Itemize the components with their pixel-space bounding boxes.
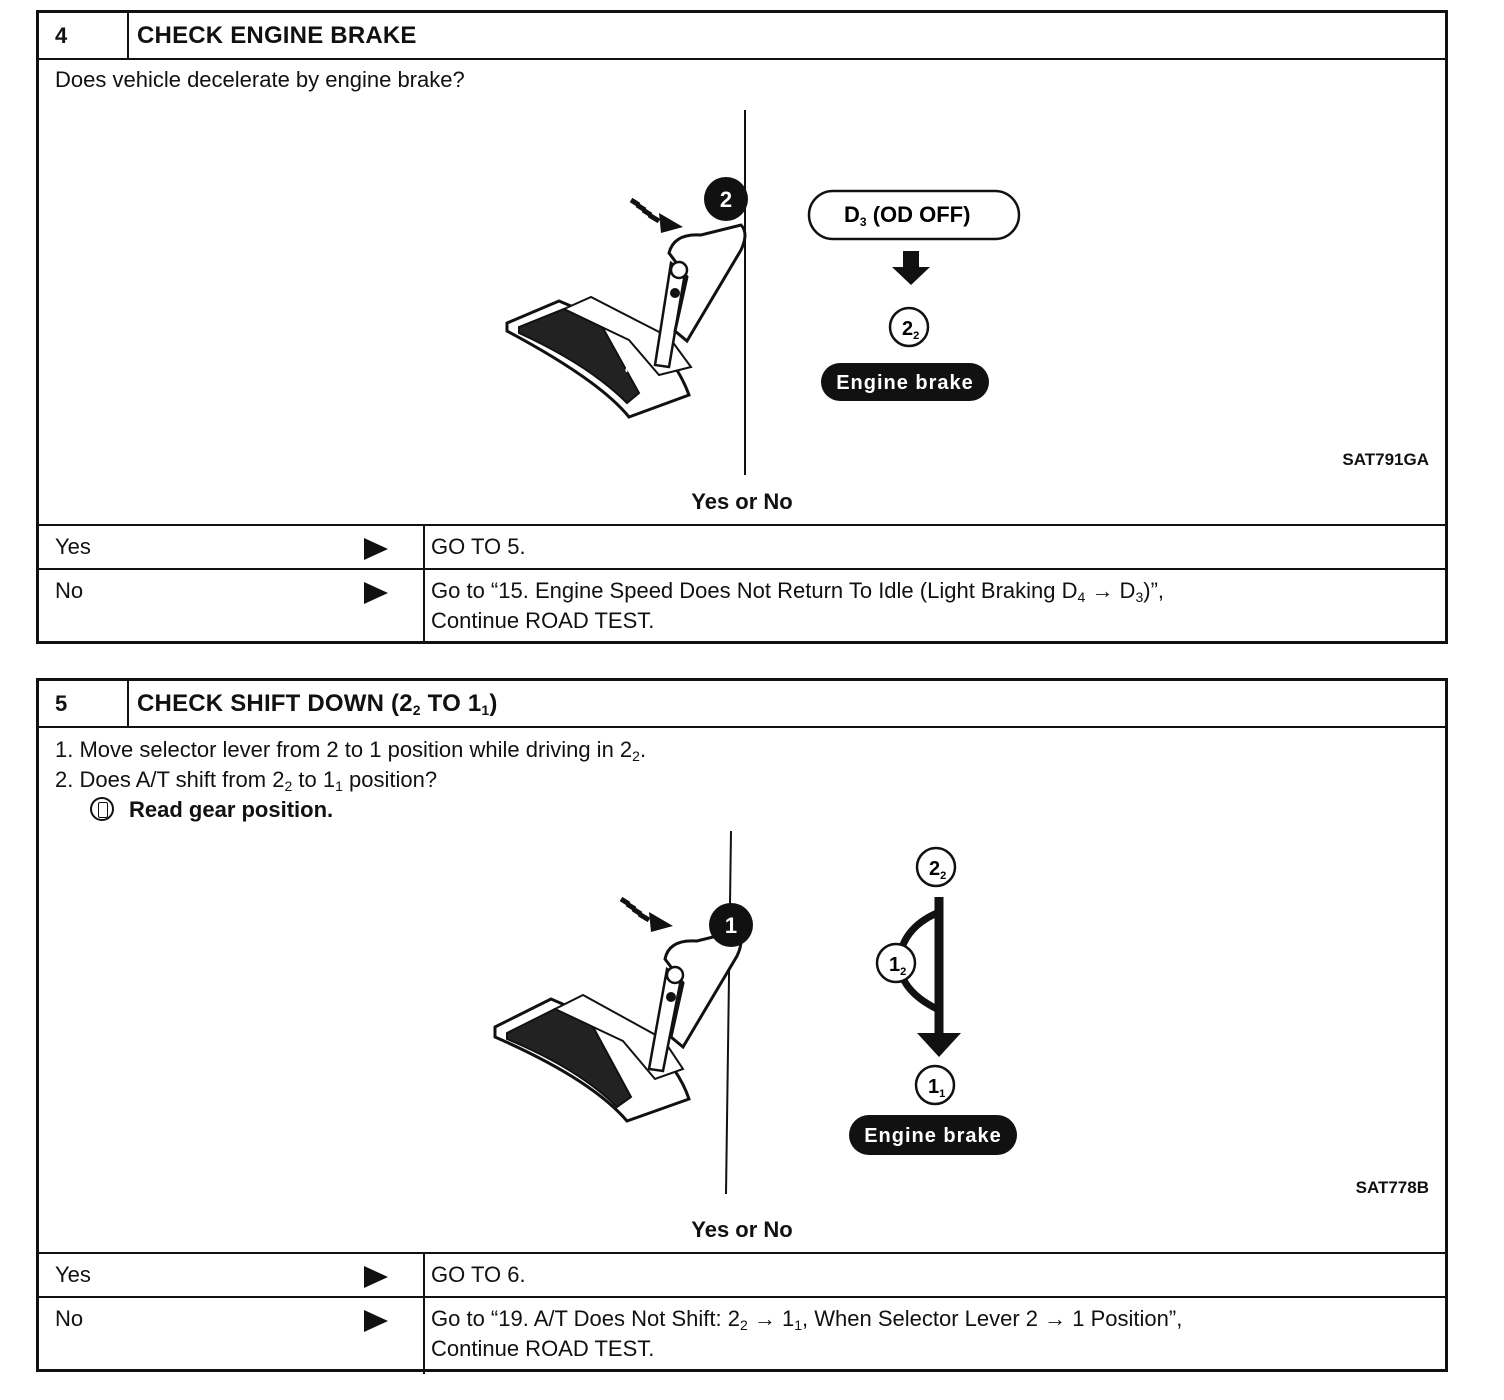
down-arrow-icon	[892, 251, 930, 285]
badge-label: 2	[720, 187, 732, 212]
play-arrow-icon	[364, 1266, 388, 1288]
step-4-figure: 2 2 D3 (OD OFF) 22 Engine brake	[505, 110, 1021, 475]
gear-main: 2	[902, 318, 913, 340]
engine-brake-label: Engine brake	[836, 372, 974, 394]
row-label: No	[55, 578, 84, 603]
row-label: No	[55, 1306, 84, 1331]
gear-position-top	[915, 846, 957, 888]
gear-sub: 2	[900, 966, 906, 978]
yes-or-no-heading: Yes or No	[691, 489, 793, 514]
step-title: CHECK SHIFT DOWN (22 TO 11)	[137, 690, 498, 718]
step-5-figure: 1 1 22 12 11 Engine brake	[493, 830, 1017, 1195]
step-4-question: Does vehicle decelerate by engine brake?	[55, 67, 465, 92]
result-row-yes: Yes GO TO 6.	[39, 1252, 1445, 1298]
row-result: GO TO 5.	[431, 534, 526, 559]
row-divider	[423, 1254, 425, 1298]
consult-icon	[90, 797, 114, 821]
result-row-yes: Yes GO TO 5.	[39, 524, 1445, 570]
result-row-no: No Go to “19. A/T Does Not Shift: 22 → 1…	[39, 1296, 1445, 1374]
row-divider	[423, 1298, 425, 1374]
play-arrow-icon	[364, 1310, 388, 1332]
step-5-header: 5 CHECK SHIFT DOWN (22 TO 11)	[39, 681, 1445, 728]
step-5-panel: 5 CHECK SHIFT DOWN (22 TO 11) 1. Move se…	[36, 678, 1448, 1374]
play-arrow-icon	[364, 582, 388, 604]
instruction-2: 2. Does A/T shift from 22 to 11 position…	[55, 767, 438, 794]
step-4-panel: 4 CHECK ENGINE BRAKE Does vehicle decele…	[36, 10, 1448, 644]
gear-sub: 2	[913, 330, 919, 342]
shift-gate-illustration: 2	[505, 223, 747, 419]
figure-divider	[725, 830, 732, 1195]
svg-text:22: 22	[902, 318, 919, 342]
step-4-header: 4 CHECK ENGINE BRAKE	[39, 13, 1445, 60]
row-result: Go to “15. Engine Speed Does Not Return …	[431, 578, 1165, 633]
row-label: Yes	[55, 1262, 91, 1287]
svg-text:12: 12	[889, 954, 906, 978]
row-divider	[423, 526, 425, 570]
step-5-instructions: 1. Move selector lever from 2 to 1 posit…	[55, 735, 646, 825]
figure-code: SAT778B	[1355, 1178, 1429, 1197]
gear-main: 2	[929, 858, 940, 880]
gear-main: 1	[889, 954, 900, 976]
result-row-no: No Go to “15. Engine Speed Does Not Retu…	[39, 568, 1445, 644]
row-divider	[423, 570, 425, 644]
svg-text:22: 22	[929, 858, 946, 882]
engine-brake-label: Engine brake	[864, 1125, 1002, 1147]
row-result-line2: Continue ROAD TEST.	[431, 608, 655, 633]
instruction-3: Read gear position.	[55, 795, 646, 825]
row-result: GO TO 6.	[431, 1262, 526, 1287]
yes-or-no-heading: Yes or No	[691, 1217, 793, 1242]
svg-text:D3 (OD OFF): D3 (OD OFF)	[844, 202, 970, 229]
step-badge-icon	[704, 177, 748, 221]
mode-box-rest: (OD OFF)	[867, 202, 971, 227]
engine-brake-pill	[849, 1115, 1017, 1155]
instruction-1: 1. Move selector lever from 2 to 1 posit…	[55, 737, 647, 764]
gear-sub: 1	[939, 1088, 945, 1100]
row-label: Yes	[55, 534, 91, 559]
gear-position-circle	[888, 306, 930, 348]
step-title: CHECK ENGINE BRAKE	[137, 22, 417, 49]
row-result: Go to “19. A/T Does Not Shift: 22 → 11, …	[431, 1306, 1183, 1361]
figure-code: SAT791GA	[1342, 450, 1429, 469]
gear-position-bottom	[914, 1064, 956, 1106]
badge-label: 1	[725, 913, 737, 938]
step-number: 4	[39, 13, 129, 58]
play-arrow-icon	[364, 538, 388, 560]
row-result-line2: Continue ROAD TEST.	[431, 1336, 655, 1361]
motion-arrow-icon	[619, 896, 651, 923]
gear-main: 1	[928, 1076, 939, 1098]
mode-box	[807, 189, 1021, 241]
step-number: 5	[39, 681, 129, 726]
shift-gate-illustration: 1	[493, 929, 743, 1123]
step-badge-icon	[709, 903, 753, 947]
engine-brake-pill	[821, 363, 989, 401]
gear-sub: 2	[940, 870, 946, 882]
mode-box-sub: 3	[860, 215, 867, 229]
mode-box-main: D	[844, 202, 860, 227]
motion-arrow-icon	[629, 197, 661, 224]
gear-position-mid	[875, 942, 917, 984]
svg-text:11: 11	[928, 1076, 945, 1100]
